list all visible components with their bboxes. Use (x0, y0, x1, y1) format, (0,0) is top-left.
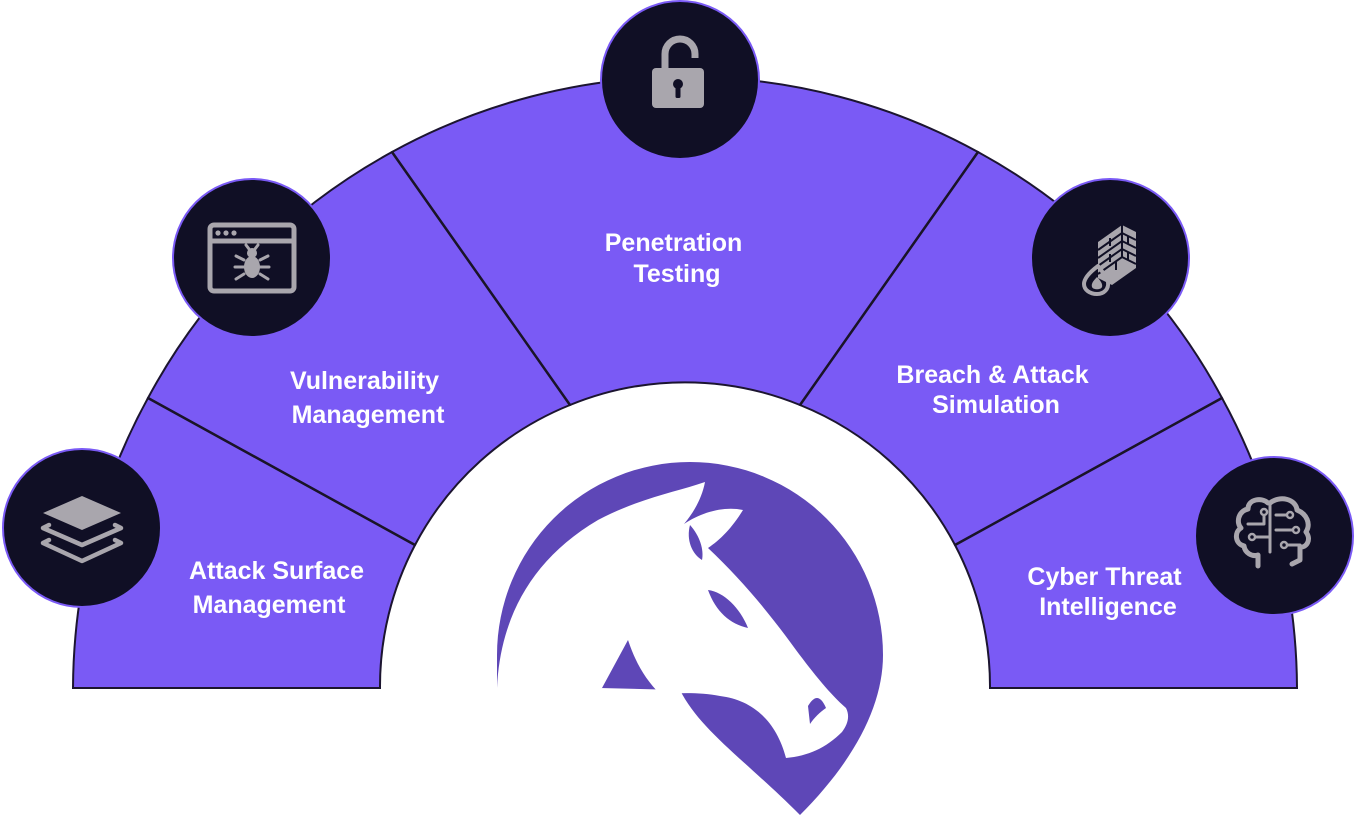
segment-penetration-testing (390, 75, 980, 407)
icon-badge-cyber-threat-intelligence (1194, 456, 1354, 616)
divider-line (147, 396, 416, 547)
bug-icon (233, 243, 271, 281)
brain-circuit-icon (1234, 496, 1311, 569)
horse-head-shape (497, 482, 849, 758)
unlocked-padlock-icon (652, 35, 704, 108)
icon-badge-penetration-testing (600, 0, 760, 160)
horse-mane-cut (688, 525, 703, 560)
horse-eye (708, 590, 748, 628)
layers-icon (40, 496, 124, 564)
icon-badge-vulnerability-management (172, 178, 332, 338)
label-attack-surface-management: Attack Surface Management (189, 557, 371, 619)
label-breach-attack-simulation: Breach & Attack Simulation (896, 361, 1095, 419)
label-vulnerability-management: Vulnerability Management (290, 367, 446, 429)
icon-badge-attack-surface-management (2, 448, 162, 608)
firewall-fire-icon (1082, 225, 1137, 296)
browser-bug-icon (207, 222, 297, 294)
label-cyber-threat-intelligence: Cyber Threat Intelligence (1027, 563, 1188, 621)
divider-line (390, 151, 572, 406)
horse-head-logo (497, 462, 883, 815)
segment-dividers (147, 151, 1223, 547)
icon-badge-breach-attack-simulation (1030, 178, 1190, 338)
divider-line (954, 396, 1223, 547)
divider-line (798, 151, 980, 406)
arc-band (71, 75, 1299, 689)
label-penetration-testing: Penetration Testing (605, 229, 749, 288)
horse-nostril (808, 698, 826, 724)
